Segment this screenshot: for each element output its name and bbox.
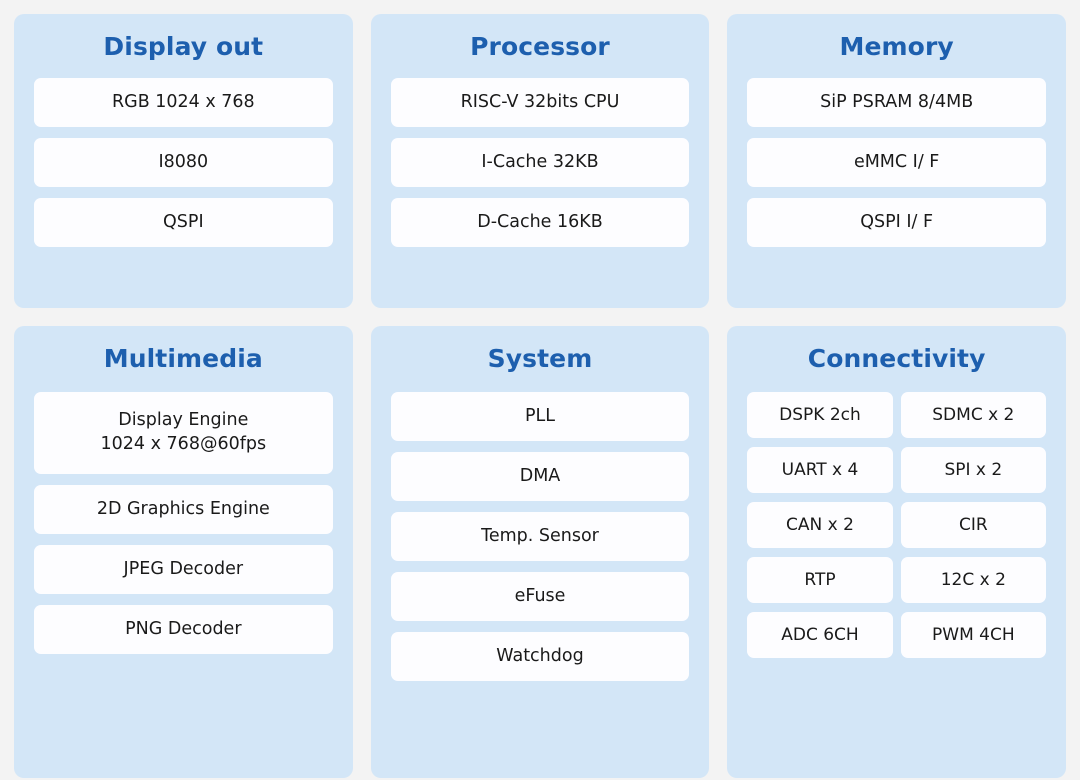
feature-item: I8080 <box>34 138 333 187</box>
card-item-list: Display Engine 1024 x 768@60fps 2D Graphi… <box>34 392 333 654</box>
feature-item: JPEG Decoder <box>34 545 333 594</box>
feature-item: SiP PSRAM 8/4MB <box>747 78 1046 127</box>
card-title: Memory <box>839 32 954 61</box>
feature-item: RISC-V 32bits CPU <box>390 78 690 127</box>
feature-item: 12C x 2 <box>900 557 1046 603</box>
feature-item: ADC 6CH <box>747 612 893 658</box>
card-title: Multimedia <box>103 344 263 373</box>
feature-item: CAN x 2 <box>747 502 893 548</box>
card-title: Processor <box>470 32 610 61</box>
feature-item: Temp. Sensor <box>390 512 690 561</box>
card-title: System <box>487 344 593 373</box>
feature-item: UART x 4 <box>747 447 893 493</box>
feature-item: D-Cache 16KB <box>390 198 690 247</box>
feature-item: 2D Graphics Engine <box>34 485 333 534</box>
feature-item: DMA <box>390 452 690 501</box>
feature-item: RTP <box>747 557 893 603</box>
feature-item: PLL <box>390 392 690 441</box>
feature-item: QSPI <box>34 198 333 247</box>
feature-item: DSPK 2ch <box>747 392 893 438</box>
feature-item: SPI x 2 <box>900 447 1046 493</box>
card-item-list: RISC-V 32bits CPU I-Cache 32KB D-Cache 16K… <box>390 78 690 247</box>
feature-item: eMMC I/ F <box>747 138 1046 187</box>
feature-item: PNG Decoder <box>34 605 333 654</box>
feature-item: QSPI I/ F <box>747 198 1046 247</box>
feature-item: RGB 1024 x 768 <box>34 78 333 127</box>
card-item-list: SiP PSRAM 8/4MB eMMC I/ F QSPI I/ F <box>747 78 1046 247</box>
card-title: Display out <box>103 32 264 61</box>
feature-item: Display Engine 1024 x 768@60fps <box>34 392 333 474</box>
feature-item: SDMC x 2 <box>900 392 1046 438</box>
feature-item: PWM 4CH <box>900 612 1046 658</box>
feature-item: eFuse <box>390 572 690 621</box>
card-title: Connectivity <box>807 344 986 373</box>
feature-item: I-Cache 32KB <box>390 138 690 187</box>
feature-item: CIR <box>900 502 1046 548</box>
feature-item: Watchdog <box>390 632 690 681</box>
